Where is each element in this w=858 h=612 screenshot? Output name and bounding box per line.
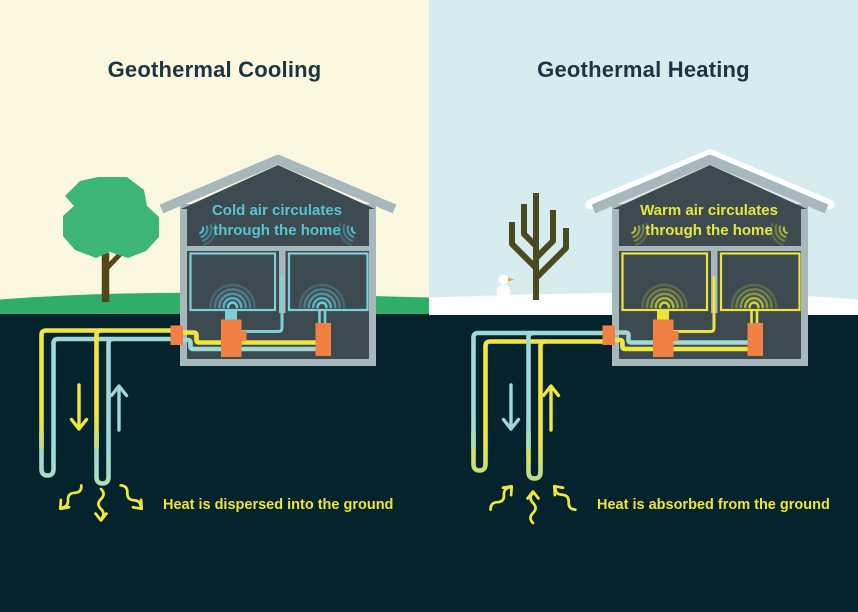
unit-pipes bbox=[318, 310, 327, 324]
heat-pump-icon bbox=[653, 319, 674, 357]
air-duct bbox=[657, 310, 669, 321]
heating-panel-title: Geothermal Heating bbox=[537, 57, 750, 82]
heat-pump-icon bbox=[221, 319, 242, 357]
down-flow-arrow-icon bbox=[501, 383, 521, 431]
supply-pipe bbox=[608, 330, 755, 345]
cooling-panel-title: Geothermal Cooling bbox=[107, 57, 322, 82]
pipe-connector-icon bbox=[602, 325, 615, 345]
up-flow-arrow-icon bbox=[109, 384, 129, 432]
heating-ground-caption: Heat is absorbed from the ground bbox=[597, 497, 830, 513]
duct-riser bbox=[240, 276, 284, 333]
down-flow-arrow-icon bbox=[69, 383, 89, 431]
heat-pump-tab bbox=[241, 331, 247, 341]
return-pipe bbox=[608, 337, 753, 352]
heating-house-label: Warm air circulates through the home bbox=[640, 202, 778, 239]
cooling-ground-caption: Heat is dispersed into the ground bbox=[163, 497, 394, 513]
heating-house bbox=[585, 149, 835, 366]
cooling-ground-loop-pipes bbox=[39, 328, 175, 486]
duct-riser bbox=[672, 276, 716, 333]
heat-pump-tab bbox=[673, 331, 679, 341]
heating-flow-arrows bbox=[501, 383, 561, 432]
room-duct-outline bbox=[719, 252, 801, 312]
unit-pipes bbox=[750, 310, 759, 324]
roof-snow bbox=[585, 149, 835, 210]
supply-pipe bbox=[176, 330, 323, 345]
cooling-house-label: Cold air circulates through the home bbox=[211, 202, 343, 239]
heating-ground-loop-pipes bbox=[471, 330, 607, 481]
air-handler-icon bbox=[315, 323, 331, 356]
cooling-house bbox=[162, 160, 395, 367]
snowman-icon bbox=[496, 274, 515, 299]
up-flow-arrow-icon bbox=[541, 384, 561, 432]
cooling-flow-arrows bbox=[69, 383, 129, 432]
air-handler-icon bbox=[747, 323, 763, 356]
return-pipe bbox=[176, 337, 321, 352]
winter-tree-icon bbox=[509, 193, 569, 300]
room-duct-outline bbox=[287, 252, 369, 312]
air-duct bbox=[225, 310, 237, 321]
pipe-connector-icon bbox=[170, 325, 183, 345]
summer-tree-icon bbox=[63, 177, 159, 302]
